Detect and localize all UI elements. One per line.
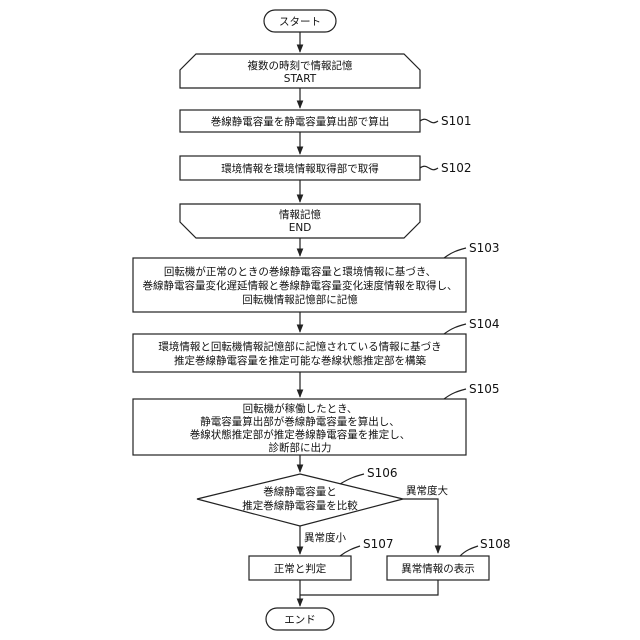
loop-end: 情報記憶 END xyxy=(180,204,420,238)
step-s107-label: S107 xyxy=(363,537,394,551)
start-label: スタート xyxy=(279,16,321,28)
step-s101-text: 巻線静電容量を静電容量算出部で算出 xyxy=(211,115,390,128)
step-s103-label: S103 xyxy=(469,241,500,255)
step-s101-label: S101 xyxy=(441,114,472,128)
branch-abnormal-label: 異常度大 xyxy=(406,484,448,497)
step-s104-line-2: 推定巻線静電容量を推定可能な巻線状態推定部を構築 xyxy=(174,354,426,367)
step-s102-label: S102 xyxy=(441,161,472,175)
step-s103-line-1: 回転機が正常のときの巻線静電容量と環境情報に基づき、 xyxy=(164,265,436,278)
step-s105-label: S105 xyxy=(469,382,500,396)
decision-s106-line-1: 巻線静電容量と xyxy=(263,485,337,498)
step-s107-text: 正常と判定 xyxy=(274,562,327,575)
step-s103: 回転機が正常のときの巻線静電容量と環境情報に基づき、 巻線静電容量変化遅延情報と… xyxy=(133,241,500,312)
loop-start: 複数の時刻で情報記憶 START xyxy=(180,54,420,88)
decision-s106: 巻線静電容量と 推定巻線静電容量を比較 S106 xyxy=(197,466,403,526)
step-s103-line-2: 巻線静電容量変化遅延情報と巻線静電容量変化速度情報を取得し、 xyxy=(143,279,458,292)
step-s105: 回転機が稼働したとき、 静電容量算出部が巻線静電容量を算出し、 巻線状態推定部が… xyxy=(133,382,500,455)
loop-end-title: 情報記憶 xyxy=(279,208,321,221)
step-s105-line-3: 巻線状態推定部が推定巻線静電容量を推定し、 xyxy=(190,428,411,441)
step-s104-label: S104 xyxy=(469,317,500,331)
end-label: エンド xyxy=(284,614,316,626)
step-s102-text: 環境情報を環境情報取得部で取得 xyxy=(221,162,379,175)
loop-end-keyword: END xyxy=(289,222,312,234)
step-s103-line-3: 回転機情報記憶部に記憶 xyxy=(242,293,358,306)
step-s108: 異常情報の表示 S108 xyxy=(387,537,511,580)
end-terminal: エンド xyxy=(266,608,334,630)
branch-normal-label: 異常度小 xyxy=(304,531,346,544)
step-s104-line-1: 環境情報と回転機情報記憶部に記憶されている情報に基づき xyxy=(158,340,441,353)
decision-s106-line-2: 推定巻線静電容量を比較 xyxy=(242,499,358,512)
loop-start-title: 複数の時刻で情報記憶 xyxy=(248,59,353,72)
start-terminal: スタート xyxy=(264,10,336,32)
step-s105-line-2: 静電容量算出部が巻線静電容量を算出し、 xyxy=(200,415,400,428)
step-s108-label: S108 xyxy=(480,537,511,551)
step-s105-line-1: 回転機が稼働したとき、 xyxy=(243,402,358,415)
decision-s106-label: S106 xyxy=(367,466,398,480)
loop-start-keyword: START xyxy=(284,73,317,85)
step-s102: 環境情報を環境情報取得部で取得 S102 xyxy=(180,156,472,180)
step-s108-text: 異常情報の表示 xyxy=(401,562,475,575)
step-s104: 環境情報と回転機情報記憶部に記憶されている情報に基づき 推定巻線静電容量を推定可… xyxy=(133,317,500,372)
step-s101: 巻線静電容量を静電容量算出部で算出 S101 xyxy=(180,110,472,132)
step-s105-line-4: 診断部に出力 xyxy=(269,441,332,454)
